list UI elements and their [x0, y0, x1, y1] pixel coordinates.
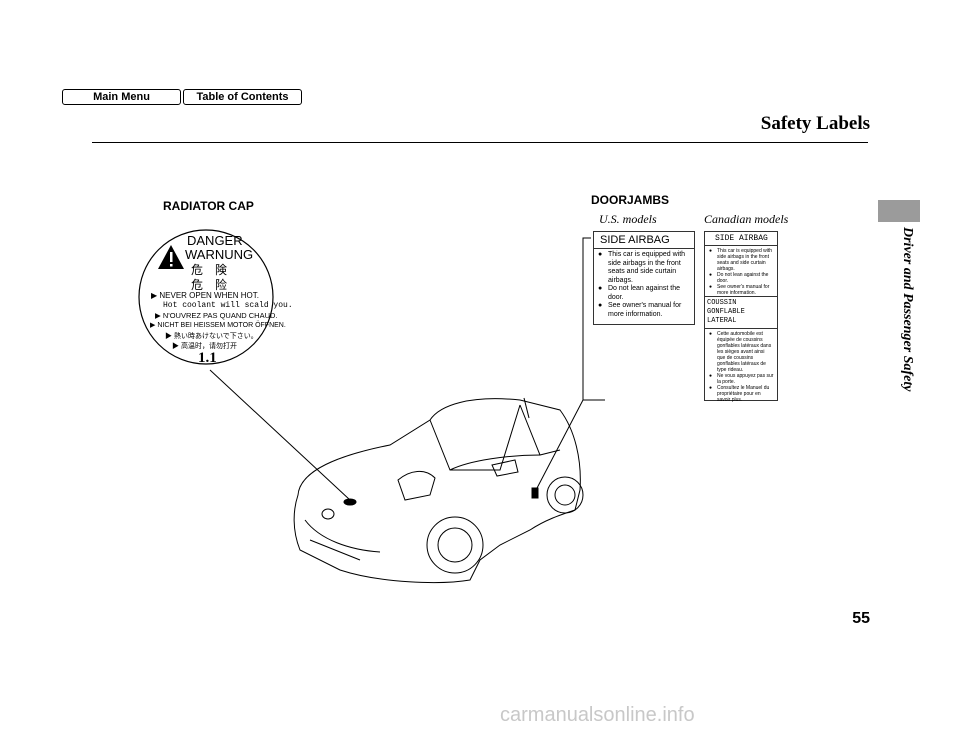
cap-line-3: ▶ N'OUVREZ PAS QUAND CHAUD.	[155, 311, 278, 320]
us-label-item: This car is equipped with side airbags i…	[598, 251, 691, 285]
ca-label-item: Do not lean against the door.	[709, 272, 774, 284]
main-menu-button[interactable]: Main Menu	[62, 89, 181, 105]
us-label-item: Do not lean against the door.	[598, 285, 691, 302]
cap-line-6: ▶ 高温时，请勿打开	[172, 343, 237, 350]
canadian-side-airbag-label: SIDE AIRBAG This car is equipped with si…	[704, 231, 778, 403]
japanese-danger-text: 危 険	[191, 263, 228, 277]
danger-text: DANGER	[187, 233, 243, 248]
radiator-leader-line	[209, 369, 351, 501]
arrow-right-icon: ▶	[150, 322, 158, 329]
us-label-item: See owner's manual for more information.	[598, 302, 691, 319]
radiator-cap-heading: RADIATOR CAP	[163, 199, 254, 213]
doorjamb-leader-line	[582, 237, 605, 401]
us-models-caption: U.S. models	[599, 212, 657, 226]
page-number: 55	[852, 610, 870, 627]
watermark: carmanualsonline.info	[500, 704, 695, 726]
cap-line-2: Hot coolant will scald you.	[163, 301, 293, 310]
warnung-text: WARNUNG	[185, 247, 254, 262]
title-rule	[92, 142, 868, 143]
arrow-right-icon: ▶	[151, 291, 160, 300]
table-of-contents-button[interactable]: Table of Contents	[183, 89, 302, 105]
section-tab-marker	[878, 200, 920, 222]
chinese-danger-text: 危 险	[191, 278, 228, 292]
us-side-airbag-label: SIDE AIRBAG This car is equipped with si…	[593, 231, 695, 325]
ca-label-item-fr: Consultez le Manuel du propriétaire pour…	[709, 385, 774, 403]
page-title: Safety Labels	[760, 113, 870, 134]
radiator-cap-graphic	[138, 229, 274, 365]
ca-label-item-fr: Cette automobile est équipée de coussins…	[709, 331, 774, 373]
arrow-right-icon: ▶	[172, 343, 181, 350]
arrow-right-icon: ▶	[165, 333, 174, 340]
warning-triangle-icon	[158, 245, 184, 269]
cap-line-4: ▶ NICHT BEI HEISSEM MOTOR ÖFFNEN.	[150, 322, 286, 329]
doorjambs-heading: DOORJAMBS	[591, 193, 670, 207]
arrow-right-icon: ▶	[155, 311, 163, 320]
ca-label-title-fr: COUSSIN GONFLABLE LATERAL	[705, 296, 777, 329]
pressure-rating: 1.1	[198, 350, 217, 366]
canadian-models-caption: Canadian models	[704, 212, 789, 226]
ca-label-title: SIDE AIRBAG	[705, 232, 777, 246]
cap-line-1: ▶ NEVER OPEN WHEN HOT.	[151, 291, 259, 300]
cap-line-5: ▶ 熱い時あけないで下さい。	[165, 333, 258, 340]
ca-label-item-fr: Ne vous appuyez pas sur la porte.	[709, 373, 774, 385]
ca-label-item: This car is equipped with side airbags i…	[709, 248, 774, 272]
ca-label-item: See owner's manual for more information.	[709, 284, 774, 296]
us-label-title: SIDE AIRBAG	[594, 232, 694, 249]
section-title: Driver and Passenger Safety	[900, 227, 915, 392]
